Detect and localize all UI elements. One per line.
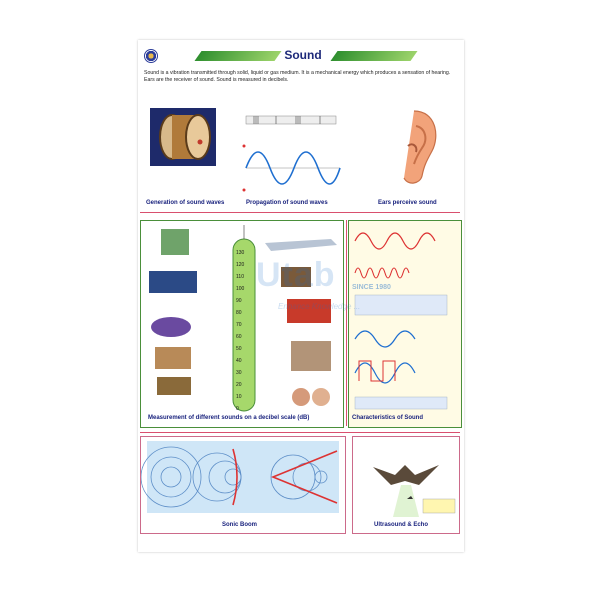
characteristics-panel bbox=[348, 220, 462, 428]
decibel-panel bbox=[140, 220, 344, 428]
caption-propagation: Propagation of sound waves bbox=[246, 200, 328, 206]
poster-title: Sound bbox=[284, 48, 322, 62]
poster-header: Sound bbox=[138, 48, 464, 64]
db-tick: 50 bbox=[236, 346, 242, 352]
db-tick: 130 bbox=[236, 250, 245, 256]
ultrasound-panel bbox=[352, 436, 460, 534]
ear-illustration bbox=[403, 110, 437, 184]
caption-decibel: Measurement of different sounds on a dec… bbox=[148, 415, 310, 421]
db-tick: 0 bbox=[236, 406, 239, 412]
divider-line bbox=[140, 212, 460, 213]
watermark-sub: SINCE 1980 bbox=[352, 284, 391, 291]
db-tick: 80 bbox=[236, 310, 242, 316]
caption-ultrasound: Ultrasound & Echo bbox=[374, 522, 429, 528]
sonic-boom-panel bbox=[140, 436, 346, 534]
db-tick: 40 bbox=[236, 358, 242, 364]
divider-line bbox=[140, 432, 460, 433]
intro-text: Sound is a vibration transmitted through… bbox=[144, 70, 451, 83]
caption-perceive: Ears perceive sound bbox=[378, 200, 437, 206]
db-tick: 100 bbox=[236, 286, 245, 292]
propagation-diagram bbox=[242, 115, 341, 192]
caption-generation: Generation of sound waves bbox=[146, 200, 225, 206]
header-stripe-right bbox=[330, 51, 418, 61]
bat-echo-diagram bbox=[373, 465, 456, 517]
publisher-logo-icon bbox=[144, 49, 158, 63]
watermark-tagline: Enhance Knowledge ... bbox=[278, 302, 361, 311]
sound-poster: Sound Sound is a vibration transmitted t… bbox=[138, 40, 464, 552]
db-tick: 20 bbox=[236, 382, 242, 388]
db-tick: 60 bbox=[236, 334, 242, 340]
db-tick: 30 bbox=[236, 370, 242, 376]
caption-characteristics: Characteristics of Sound bbox=[352, 415, 424, 421]
db-tick: 120 bbox=[236, 262, 245, 268]
db-tick: 70 bbox=[236, 322, 242, 328]
sonic-boom-diagram bbox=[140, 441, 339, 513]
db-tick: 10 bbox=[236, 394, 242, 400]
db-tick: 90 bbox=[236, 298, 242, 304]
divider-line bbox=[346, 220, 347, 426]
db-tick: 110 bbox=[236, 274, 244, 280]
decibel-diagram bbox=[149, 225, 337, 412]
caption-sonic: Sonic Boom bbox=[222, 522, 258, 528]
watermark-logo: Utab bbox=[256, 256, 336, 294]
waveform-diagram bbox=[354, 232, 448, 410]
drum-illustration bbox=[150, 108, 216, 166]
